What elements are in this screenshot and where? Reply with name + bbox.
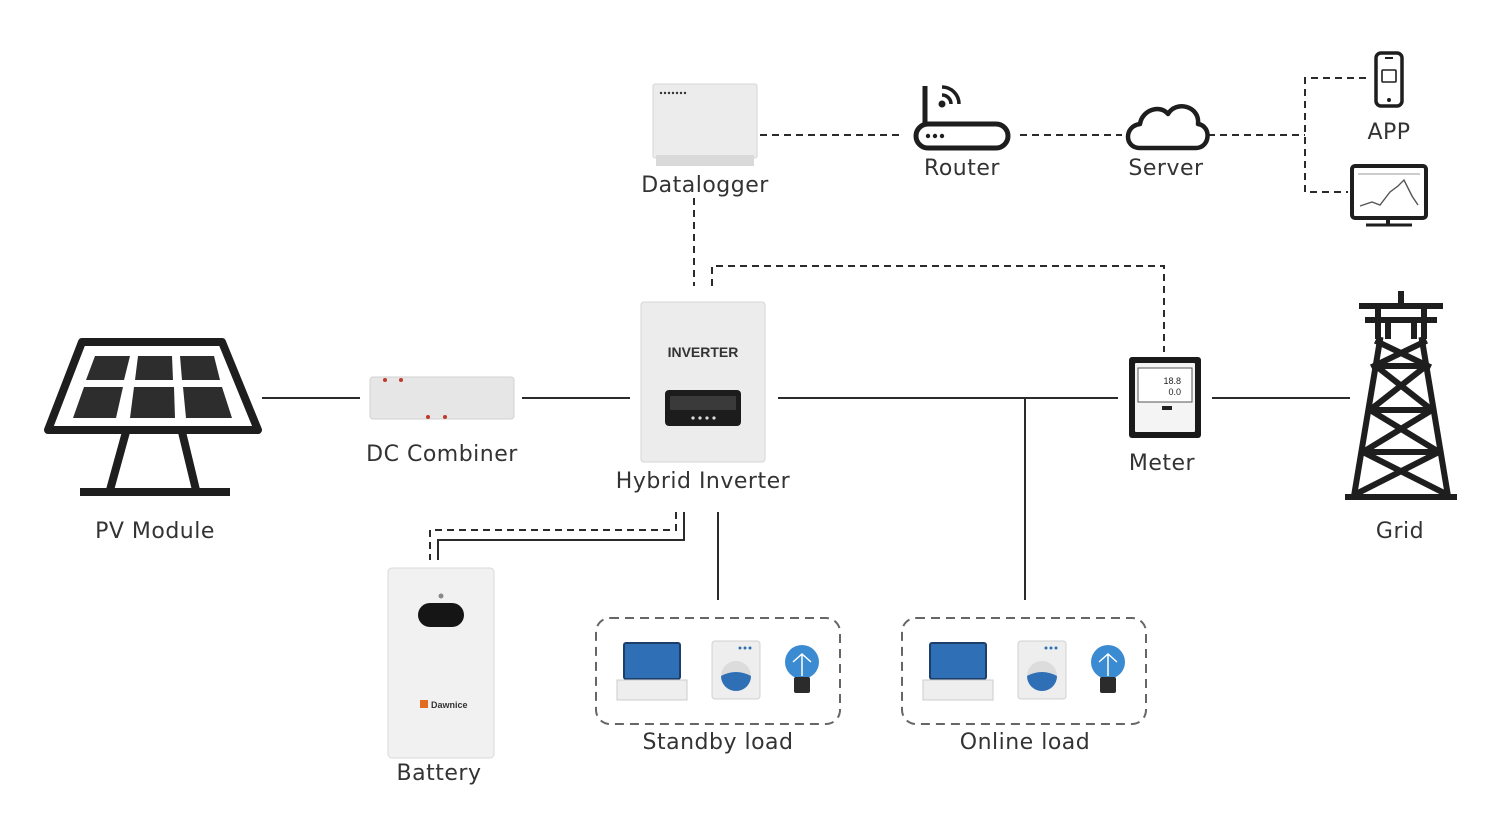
router-icon <box>913 85 1011 151</box>
battery-label: Battery <box>396 761 482 786</box>
inverter-device: INVERTER <box>640 301 766 463</box>
light-bulb-icon <box>785 645 819 693</box>
battery-device: Dawnice <box>387 567 495 759</box>
dc-combiner-device <box>369 376 515 420</box>
smartphone-icon <box>1374 51 1404 108</box>
wire-battery-comm <box>429 512 677 560</box>
washing-machine-icon <box>711 640 761 700</box>
meter-reading-1: 18.8 <box>1163 376 1181 386</box>
meter-label: Meter <box>1128 451 1196 476</box>
light-bulb-icon <box>1091 645 1125 693</box>
standby-load-label: Standby load <box>642 730 794 755</box>
online-load-label: Online load <box>959 730 1091 755</box>
datalogger-label: Datalogger <box>641 173 769 198</box>
standby-load-group <box>595 617 841 725</box>
router-label: Router <box>924 156 1000 181</box>
pv-module-label: PV Module <box>95 519 215 544</box>
meter-reading-2: 0.0 <box>1168 387 1181 397</box>
wire-battery-power <box>437 512 685 560</box>
comm-inverter-meter <box>711 265 1165 352</box>
solar-panel-icon <box>44 338 262 496</box>
monitor-icon <box>1350 164 1428 227</box>
inverter-brand: INVERTER <box>668 344 739 360</box>
online-load-box <box>901 617 1147 725</box>
power-tower-icon <box>1345 291 1457 500</box>
grid-label: Grid <box>1375 519 1425 544</box>
connections <box>262 77 1366 600</box>
laptop-icon <box>922 642 994 701</box>
server-label: Server <box>1128 156 1204 181</box>
laptop-icon <box>616 642 688 701</box>
battery-brand: Dawnice <box>431 700 468 710</box>
washing-machine-icon <box>1017 640 1067 700</box>
hybrid-inverter-label: Hybrid Inverter <box>615 469 791 494</box>
comm-app-branch <box>1304 77 1366 193</box>
datalogger-device <box>652 83 758 166</box>
online-load-group <box>901 617 1147 725</box>
dc-combiner-label: DC Combiner <box>366 442 518 467</box>
meter-device: 18.8 0.0 <box>1129 357 1201 438</box>
app-label: APP <box>1367 120 1411 145</box>
cloud-icon <box>1125 104 1210 151</box>
standby-load-box <box>595 617 841 725</box>
